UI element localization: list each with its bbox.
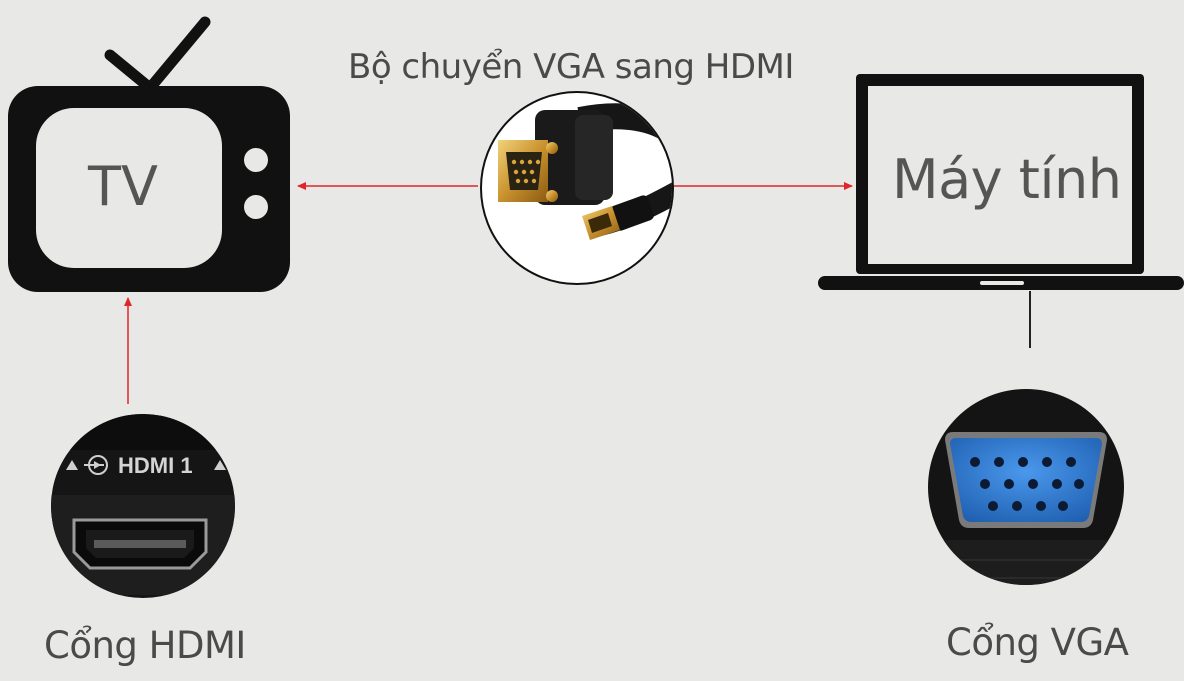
vga-port-icon xyxy=(928,389,1124,585)
vga-port-label: Cổng VGA xyxy=(946,621,1129,664)
tv-icon xyxy=(8,16,290,292)
tv-label: TV xyxy=(88,155,158,218)
vga-hdmi-cable-icon xyxy=(480,91,674,285)
converter-label: Bộ chuyển VGA sang HDMI xyxy=(348,47,794,87)
hdmi-port-label: Cổng HDMI xyxy=(44,624,246,667)
hdmi-port-icon xyxy=(51,414,235,598)
connection-arrows xyxy=(124,182,853,404)
computer-label: Máy tính xyxy=(892,148,1122,211)
laptop-icon xyxy=(818,74,1184,348)
hdmi-panel-label: HDMI 1 xyxy=(118,453,193,478)
